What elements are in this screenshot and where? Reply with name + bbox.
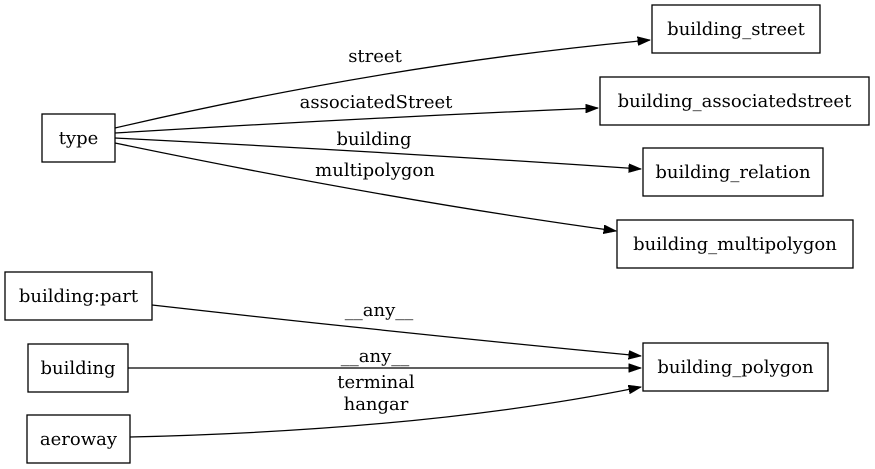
node-box bbox=[599, 76, 870, 126]
node-building-street: building_street bbox=[651, 4, 821, 54]
node-box bbox=[41, 113, 116, 163]
edge-labels-layer: street associatedStreet building multipo… bbox=[300, 46, 453, 415]
node-box bbox=[616, 219, 854, 269]
node-box bbox=[26, 414, 131, 464]
edge-aeroway-building-polygon bbox=[129, 387, 641, 438]
node-label: building_associatedstreet bbox=[618, 91, 852, 112]
node-type: type bbox=[41, 113, 116, 163]
edge-label-building: building bbox=[336, 129, 411, 150]
edge-label-associatedstreet: associatedStreet bbox=[300, 92, 453, 113]
node-building-polygon: building_polygon bbox=[642, 342, 829, 392]
node-label: building_polygon bbox=[657, 357, 814, 378]
nodes-layer: type building_street building_associated… bbox=[4, 4, 870, 464]
edge-type-building-associatedstreet bbox=[114, 108, 598, 134]
node-building-associatedstreet: building_associatedstreet bbox=[599, 76, 870, 126]
edge-label-street: street bbox=[348, 46, 402, 67]
node-label: type bbox=[59, 128, 99, 149]
edge-label-any-1: __any__ bbox=[345, 300, 414, 321]
node-building-relation: building_relation bbox=[642, 147, 824, 197]
node-building-part: building:part bbox=[4, 271, 153, 321]
node-aeroway: aeroway bbox=[26, 414, 131, 464]
edge-type-building-street bbox=[114, 40, 650, 129]
node-building: building bbox=[27, 343, 129, 393]
node-label: building_street bbox=[667, 19, 805, 40]
node-label: building_multipolygon bbox=[633, 234, 837, 255]
node-box bbox=[642, 342, 829, 392]
node-box bbox=[651, 4, 821, 54]
node-label: building_relation bbox=[655, 162, 811, 183]
edge-type-building-multipolygon bbox=[114, 142, 616, 231]
node-label: aeroway bbox=[40, 429, 118, 450]
node-label: building bbox=[40, 358, 115, 379]
edges-layer bbox=[114, 40, 650, 438]
edge-label-any-2: __any__ bbox=[341, 346, 410, 367]
edge-label-multipolygon: multipolygon bbox=[315, 160, 435, 181]
node-box bbox=[4, 271, 153, 321]
edge-buildingpart-building-polygon bbox=[151, 304, 641, 356]
node-label: building:part bbox=[19, 286, 139, 307]
edge-label-hangar: hangar bbox=[344, 394, 409, 415]
edge-type-building-relation bbox=[114, 137, 641, 169]
node-box bbox=[642, 147, 824, 197]
node-building-multipolygon: building_multipolygon bbox=[616, 219, 854, 269]
edge-label-terminal: terminal bbox=[337, 372, 415, 393]
node-box bbox=[27, 343, 129, 393]
